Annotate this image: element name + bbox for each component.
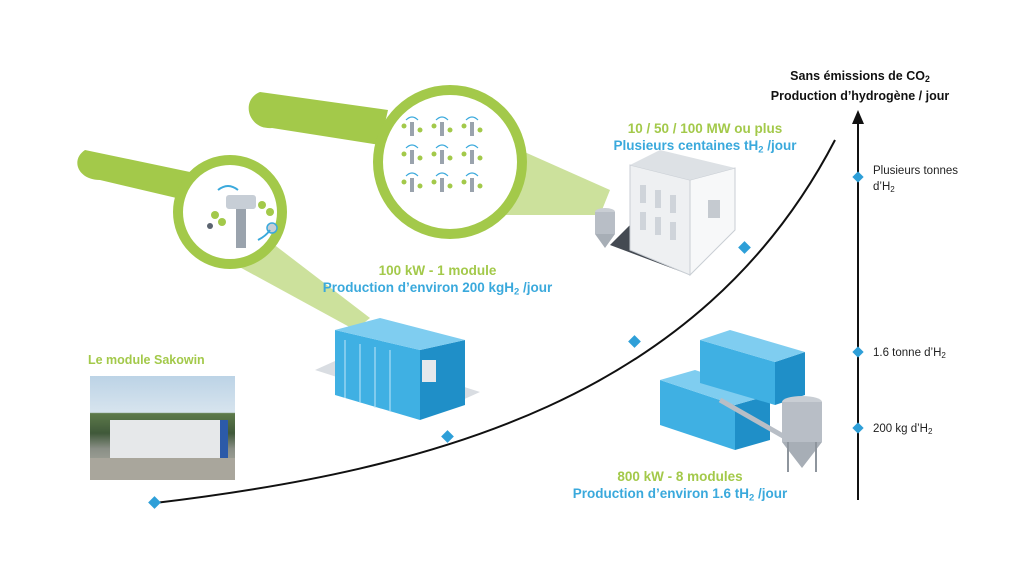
stage2-production: Production d’environ 1.6 tH2 /jour bbox=[572, 486, 788, 504]
axis-title: Sans émissions de CO2 Production d’hydro… bbox=[760, 68, 960, 105]
curve-marker bbox=[441, 430, 454, 443]
magnifier-farm-icon bbox=[248, 85, 610, 239]
container-cluster-icon bbox=[660, 330, 822, 472]
tick-label-several-tonnes: Plusieurs tonnes d’H2 bbox=[873, 165, 959, 194]
curve-marker bbox=[148, 496, 161, 509]
sakowin-photo bbox=[90, 376, 235, 480]
photo-ground bbox=[90, 458, 235, 480]
axis-title-line1: Sans émissions de CO2 bbox=[790, 69, 930, 85]
axis-marker bbox=[852, 346, 864, 358]
stage2-label: 800 kW - 8 modules Production d’environ … bbox=[530, 468, 830, 506]
stage1-production: Production d’environ 200 kgH2 /jour bbox=[322, 280, 553, 298]
photo-containers bbox=[110, 420, 228, 458]
growth-curve bbox=[154, 139, 836, 504]
tick-label-1-6-tonne: 1.6 tonne d’H2 bbox=[873, 347, 946, 360]
container-single-icon bbox=[315, 318, 480, 420]
stage3-power: 10 / 50 / 100 MW ou plus bbox=[627, 121, 783, 136]
stage1-label: 100 kW - 1 module Production d’environ 2… bbox=[263, 262, 613, 300]
curve-marker bbox=[628, 335, 641, 348]
stage2-power: 800 kW - 8 modules bbox=[617, 469, 743, 484]
stage3-production: Plusieurs centaines tH2 /jour bbox=[613, 138, 797, 156]
tick-label-200-kg: 200 kg d’H2 bbox=[873, 423, 933, 436]
hall-icon bbox=[595, 150, 736, 277]
magnifier-module-icon bbox=[77, 150, 370, 330]
axis-title-line2: Production d’hydrogène / jour bbox=[770, 89, 950, 104]
y-axis-arrow-icon bbox=[852, 110, 864, 124]
y-axis-markers bbox=[852, 171, 864, 434]
sakowin-label: Le module Sakowin bbox=[88, 353, 205, 367]
axis-marker bbox=[852, 422, 864, 434]
curve-marker bbox=[738, 241, 751, 254]
axis-marker bbox=[852, 171, 864, 183]
stage1-power: 100 kW - 1 module bbox=[378, 263, 497, 278]
stage3-label: 10 / 50 / 100 MW ou plus Plusieurs centa… bbox=[580, 120, 830, 158]
